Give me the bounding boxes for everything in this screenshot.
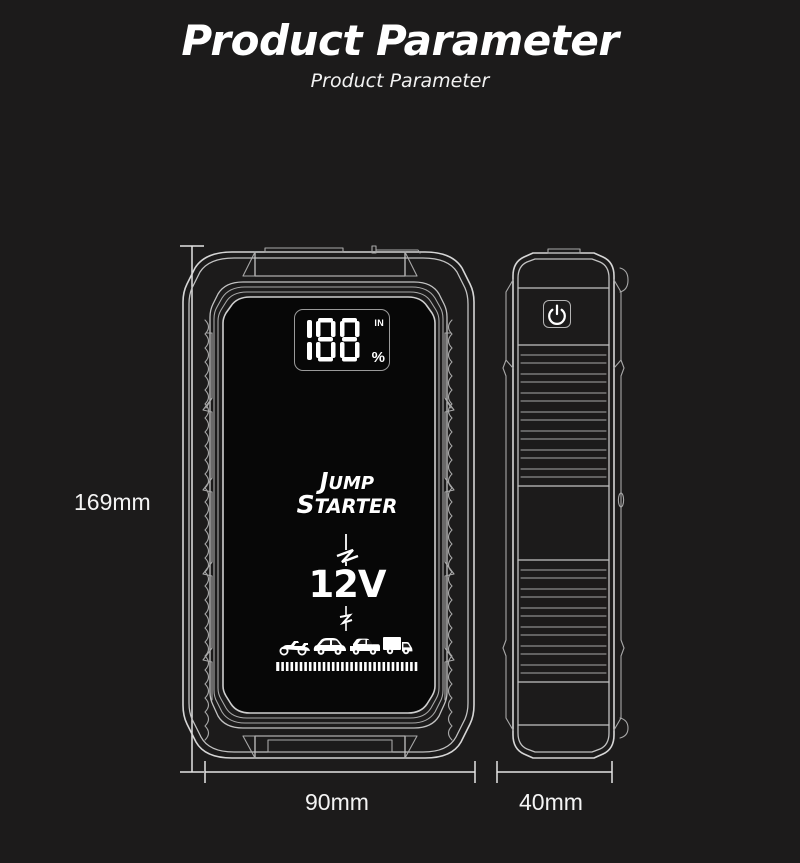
dimension-line-width-front xyxy=(204,761,476,783)
lcd-display: IN % xyxy=(294,309,390,371)
dimension-line-height xyxy=(180,245,204,773)
page-header: Product Parameter Product Parameter xyxy=(0,16,800,93)
power-button[interactable] xyxy=(543,300,571,328)
lcd-digit-group xyxy=(307,318,360,362)
motorcycle-icon xyxy=(279,641,310,656)
brand-text: JUMP STARTER xyxy=(282,469,412,520)
front-view-drawing xyxy=(182,245,475,759)
brand-starter-cap: S xyxy=(296,490,315,520)
lcd-percent-label: % xyxy=(371,349,385,366)
lightning-bolt-icon-lower xyxy=(339,606,353,631)
lightning-bolt-icon xyxy=(336,534,359,566)
power-icon xyxy=(548,304,566,325)
pickup-truck-icon xyxy=(350,638,380,655)
dimension-label-width-front: 90mm xyxy=(305,789,369,815)
dimension-label-width-side: 40mm xyxy=(519,789,583,815)
lcd-unit-label: IN xyxy=(374,318,384,328)
brand-line-jump: JUMP xyxy=(282,469,412,495)
page-subtitle: Product Parameter xyxy=(310,70,490,93)
brand-line-starter: STARTER xyxy=(282,490,412,520)
brand-jump-rest: UMP xyxy=(328,473,375,494)
dimension-line-width-side xyxy=(496,761,613,783)
lcd-inner: IN % xyxy=(295,310,389,370)
vehicle-icon-row xyxy=(277,633,417,657)
voltage-label: 12V xyxy=(308,563,386,606)
dimension-label-height: 169mm xyxy=(74,489,151,515)
box-truck-icon xyxy=(383,637,413,655)
brand-starter-rest: TARTER xyxy=(314,495,398,519)
brand-jump-cap: J xyxy=(319,469,329,495)
side-view-drawing xyxy=(502,248,629,759)
dashed-road-icon xyxy=(276,659,420,671)
car-icon xyxy=(313,638,346,655)
page-title: Product Parameter xyxy=(181,16,619,65)
